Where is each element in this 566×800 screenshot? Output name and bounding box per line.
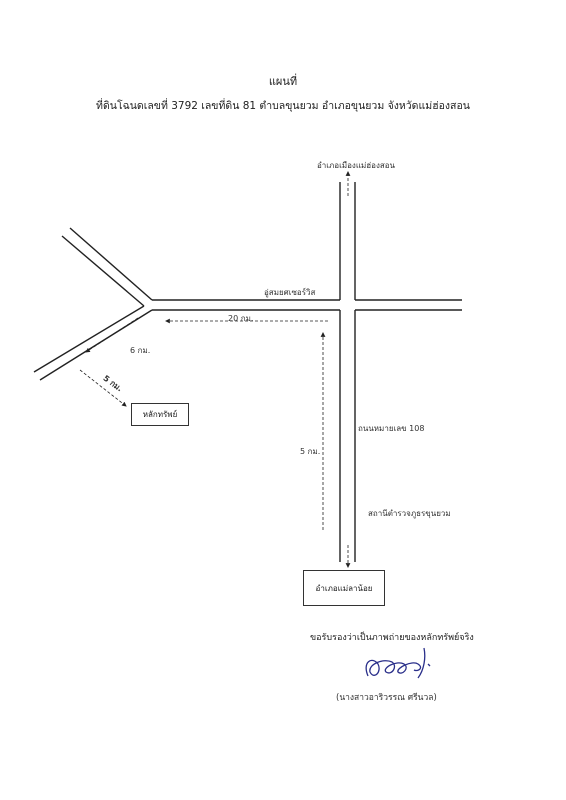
district-box: อำเภอแม่ลาน้อย bbox=[303, 570, 385, 606]
distance-5km-vertical-label: 5 กม. bbox=[300, 447, 321, 456]
police-station-label: สถานีตำรวจภูธรขุนยวม bbox=[368, 509, 451, 518]
map-subtitle: ที่ดินโฉนดเลขที่ 3792 เลขที่ดิน 81 ตำบลข… bbox=[96, 100, 470, 112]
signature-mark bbox=[365, 647, 431, 679]
distance-20km-label: 20 กม. bbox=[228, 314, 254, 323]
district-box-label: อำเภอแม่ลาน้อย bbox=[315, 583, 373, 593]
road-nw-outer bbox=[69, 227, 153, 301]
road-sw-inner bbox=[33, 305, 145, 373]
property-label: หลักทรัพย์ bbox=[142, 410, 178, 419]
arrow-6km bbox=[85, 317, 139, 353]
road-number-label: ถนนหมายเลข 108 bbox=[358, 424, 425, 433]
property-box: หลักทรัพย์ bbox=[131, 403, 189, 426]
north-destination-label: อำเภอเมืองแม่ฮ่องสอน bbox=[317, 161, 396, 170]
distance-6km-label: 6 กม. bbox=[130, 346, 151, 355]
road-sw-outer bbox=[39, 309, 153, 381]
certification-text: ขอรับรองว่าเป็นภาพถ่ายของหลักทรัพย์จริง bbox=[310, 633, 474, 643]
map-title: แผนที่ bbox=[268, 75, 298, 88]
signatory-name: (นางสาวอาริวรรณ ศรีนวล) bbox=[336, 693, 437, 703]
junction-label: อู่สมยศเซอร์วิส bbox=[264, 288, 316, 297]
road-nw-inner bbox=[61, 235, 145, 307]
